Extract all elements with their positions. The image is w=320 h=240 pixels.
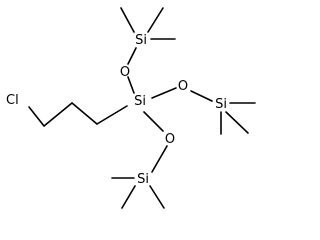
bond-si-bottom-methyl-lower-left [121, 185, 136, 209]
bond-o-top-si-center [127, 76, 135, 94]
chlorine-label: Cl [6, 93, 19, 108]
atom-labels: Cl Si O Si O Si O Si [6, 33, 227, 187]
bond-si-center-o-right [151, 87, 177, 99]
silicon-right-label: Si [215, 97, 227, 112]
bond-c2-c3 [71, 102, 98, 125]
bond-si-top-methyl-upper-right [147, 7, 164, 33]
bond-c1-c2 [43, 102, 73, 127]
molecule-structure: Cl Si O Si O Si O Si [6, 7, 256, 209]
bonds [28, 7, 256, 209]
bond-si-bottom-methyl-lower-right [149, 185, 165, 209]
bond-o-bottom-si-bottom [151, 145, 168, 173]
bond-c3-si-center [96, 105, 128, 125]
bond-cl-c1 [28, 106, 45, 127]
silicon-bottom-label: Si [137, 172, 149, 187]
silicon-center-label: Si [134, 94, 146, 109]
oxygen-right-label: O [178, 79, 188, 94]
bond-si-top-methyl-upper-left [120, 7, 135, 33]
oxygen-bottom-label: O [165, 132, 175, 147]
bond-si-right-methyl-lower-right [225, 111, 249, 134]
bond-si-top-o-top [127, 47, 137, 65]
bond-si-center-o-bottom [143, 111, 164, 132]
silicon-top-label: Si [135, 33, 147, 48]
bond-o-right-si-right [190, 90, 213, 102]
oxygen-top-label: O [120, 65, 130, 80]
